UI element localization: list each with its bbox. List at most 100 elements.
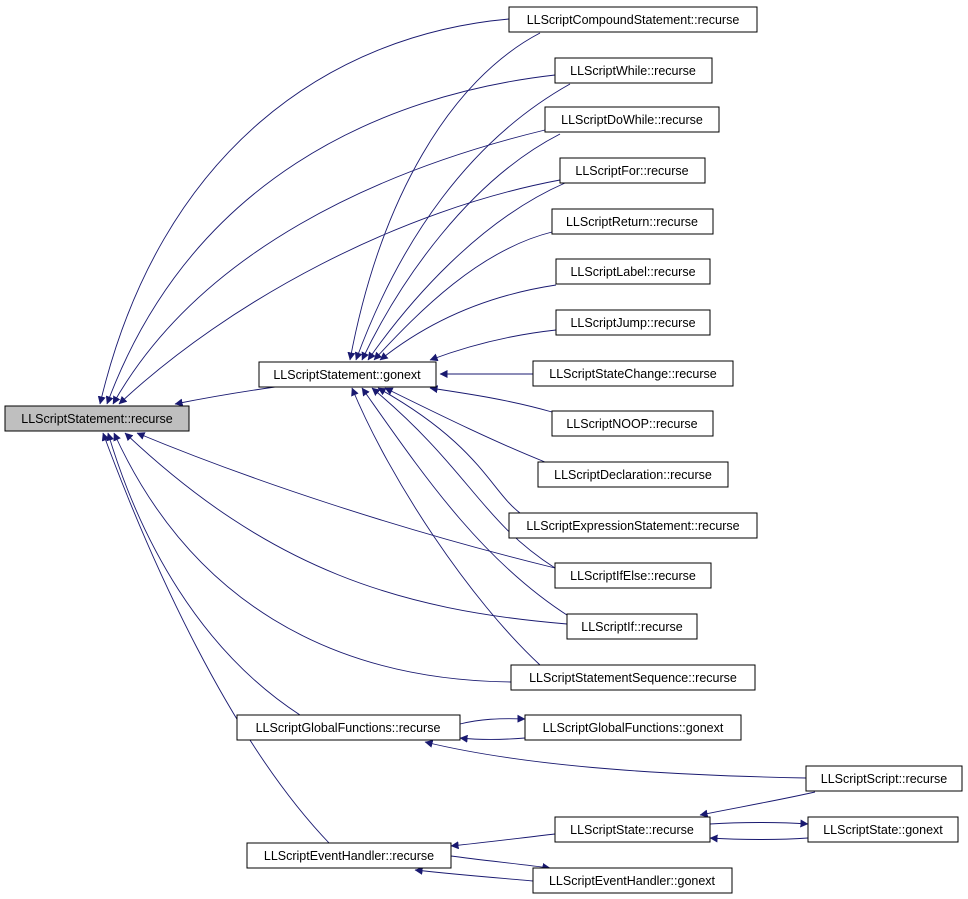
node-event-handler-recurse-box <box>246 842 452 869</box>
node-jump-recurse[interactable]: LLScriptJump::recurse <box>555 309 711 336</box>
edge-noop-to-statement-gonext <box>429 385 553 413</box>
node-declaration-recurse[interactable]: LLScriptDeclaration::recurse <box>537 461 729 488</box>
node-return-recurse[interactable]: LLScriptReturn::recurse <box>551 208 714 235</box>
node-statement-recurse[interactable]: LLScriptStatement::recurse <box>4 405 190 432</box>
node-compound-recurse-label: LLScriptCompoundStatement::recurse <box>527 13 740 27</box>
node-sequence-recurse[interactable]: LLScriptStatementSequence::recurse <box>510 664 756 691</box>
node-script-recurse-label: LLScriptScript::recurse <box>821 772 947 786</box>
node-compound-recurse[interactable]: LLScriptCompoundStatement::recurse <box>508 6 758 33</box>
node-global-functions-recurse-box <box>236 714 461 741</box>
node-jump-recurse-box <box>555 309 711 336</box>
edge-for-to-statement-recurse <box>118 179 561 405</box>
edge-state-gonext-to-recurse <box>709 834 809 843</box>
node-state-recurse-box <box>554 816 711 843</box>
node-return-recurse-label: LLScriptReturn::recurse <box>566 215 698 229</box>
edge-event-handler-to-statement-recurse <box>101 432 331 845</box>
edge-if-to-statement-gonext <box>361 387 571 618</box>
node-return-recurse-box <box>551 208 714 235</box>
node-while-recurse[interactable]: LLScriptWhile::recurse <box>554 57 713 84</box>
edge-return-to-statement-gonext <box>373 231 553 361</box>
node-if-recurse-label: LLScriptIf::recurse <box>581 620 682 634</box>
edge-event-handler-gonext-to-recurse <box>414 866 534 882</box>
node-noop-recurse-label: LLScriptNOOP::recurse <box>566 417 697 431</box>
edge-ifelse-to-statement-gonext <box>371 387 556 569</box>
node-declaration-recurse-box <box>537 461 729 488</box>
node-global-functions-gonext-label: LLScriptGlobalFunctions::gonext <box>543 721 724 735</box>
node-dowhile-recurse-box <box>544 106 720 133</box>
node-statement-gonext[interactable]: LLScriptStatement::gonext <box>258 361 437 388</box>
node-dowhile-recurse-label: LLScriptDoWhile::recurse <box>561 113 703 127</box>
node-sequence-recurse-box <box>510 664 756 691</box>
node-statement-recurse-label: LLScriptStatement::recurse <box>21 412 173 426</box>
edge-state-recurse-to-gonext <box>709 819 809 828</box>
node-statement-gonext-label: LLScriptStatement::gonext <box>273 368 421 382</box>
node-label-recurse-label: LLScriptLabel::recurse <box>570 265 695 279</box>
node-event-handler-gonext-label: LLScriptEventHandler::gonext <box>549 874 716 888</box>
edge-dowhile-to-statement-recurse <box>112 129 546 405</box>
edge-compound-to-statement-recurse <box>97 18 510 405</box>
edge-sequence-to-statement-gonext <box>351 387 541 666</box>
node-statement-gonext-box <box>258 361 437 388</box>
node-script-recurse-box <box>805 765 963 792</box>
node-label-recurse-box <box>555 258 711 285</box>
edge-while-to-statement-recurse <box>105 74 556 405</box>
node-for-recurse[interactable]: LLScriptFor::recurse <box>559 157 706 184</box>
node-if-recurse[interactable]: LLScriptIf::recurse <box>566 613 698 640</box>
node-ifelse-recurse-label: LLScriptIfElse::recurse <box>570 569 696 583</box>
node-exprstmt-recurse-box <box>508 512 758 539</box>
node-state-recurse-label: LLScriptState::recurse <box>570 823 694 837</box>
edge-if-to-statement-recurse <box>124 432 568 625</box>
edge-declaration-to-statement-gonext <box>384 387 546 463</box>
node-exprstmt-recurse[interactable]: LLScriptExpressionStatement::recurse <box>508 512 758 539</box>
node-event-handler-gonext[interactable]: LLScriptEventHandler::gonext <box>532 867 733 894</box>
edge-label-to-statement-gonext <box>379 284 557 361</box>
node-for-recurse-label: LLScriptFor::recurse <box>575 164 688 178</box>
edge-script-to-state-recurse <box>699 791 816 818</box>
node-state-gonext-label: LLScriptState::gonext <box>823 823 943 837</box>
node-exprstmt-recurse-label: LLScriptExpressionStatement::recurse <box>526 519 739 533</box>
edge-state-to-event-handler-recurse <box>450 833 556 850</box>
node-noop-recurse-box <box>551 410 714 437</box>
node-statement-recurse-box <box>4 405 190 432</box>
node-label-recurse[interactable]: LLScriptLabel::recurse <box>555 258 711 285</box>
edges <box>97 18 816 882</box>
edge-sequence-to-statement-recurse <box>113 432 512 683</box>
edge-while-to-statement-gonext <box>354 83 571 361</box>
node-event-handler-recurse-label: LLScriptEventHandler::recurse <box>264 849 434 863</box>
node-statechange-recurse-label: LLScriptStateChange::recurse <box>549 367 717 381</box>
edge-jump-to-statement-gonext <box>429 329 557 362</box>
node-ifelse-recurse[interactable]: LLScriptIfElse::recurse <box>554 562 712 589</box>
node-global-functions-gonext-box <box>524 714 742 741</box>
edge-global-functions-gonext-to-recurse <box>459 734 526 743</box>
node-state-recurse[interactable]: LLScriptState::recurse <box>554 816 711 843</box>
node-noop-recurse[interactable]: LLScriptNOOP::recurse <box>551 410 714 437</box>
node-compound-recurse-box <box>508 6 758 33</box>
edge-event-handler-recurse-to-gonext <box>450 855 551 871</box>
edge-ifelse-to-statement-recurse <box>136 432 556 569</box>
node-event-handler-gonext-box <box>532 867 733 894</box>
node-sequence-recurse-label: LLScriptStatementSequence::recurse <box>529 671 737 685</box>
nodes: LLScriptStatement::recurse LLScriptState… <box>4 6 963 894</box>
node-while-recurse-box <box>554 57 713 84</box>
edge-for-to-statement-gonext <box>367 182 566 361</box>
node-event-handler-recurse[interactable]: LLScriptEventHandler::recurse <box>246 842 452 869</box>
edge-script-to-global-functions <box>424 739 807 779</box>
edge-global-functions-recurse-to-gonext <box>459 714 526 725</box>
node-global-functions-recurse[interactable]: LLScriptGlobalFunctions::recurse <box>236 714 461 741</box>
node-state-gonext-box <box>807 816 959 843</box>
node-ifelse-recurse-box <box>554 562 712 589</box>
edge-statement-gonext-to-statement-recurse <box>174 386 276 407</box>
node-state-gonext[interactable]: LLScriptState::gonext <box>807 816 959 843</box>
node-script-recurse[interactable]: LLScriptScript::recurse <box>805 765 963 792</box>
node-statechange-recurse[interactable]: LLScriptStateChange::recurse <box>532 360 734 387</box>
edge-exprstmt-to-statement-gonext <box>377 387 521 514</box>
node-global-functions-recurse-label: LLScriptGlobalFunctions::recurse <box>256 721 441 735</box>
node-if-recurse-box <box>566 613 698 640</box>
node-statechange-recurse-box <box>532 360 734 387</box>
node-while-recurse-label: LLScriptWhile::recurse <box>570 64 696 78</box>
edge-dowhile-to-statement-gonext <box>361 133 561 361</box>
node-global-functions-gonext[interactable]: LLScriptGlobalFunctions::gonext <box>524 714 742 741</box>
node-jump-recurse-label: LLScriptJump::recurse <box>570 316 695 330</box>
node-dowhile-recurse[interactable]: LLScriptDoWhile::recurse <box>544 106 720 133</box>
